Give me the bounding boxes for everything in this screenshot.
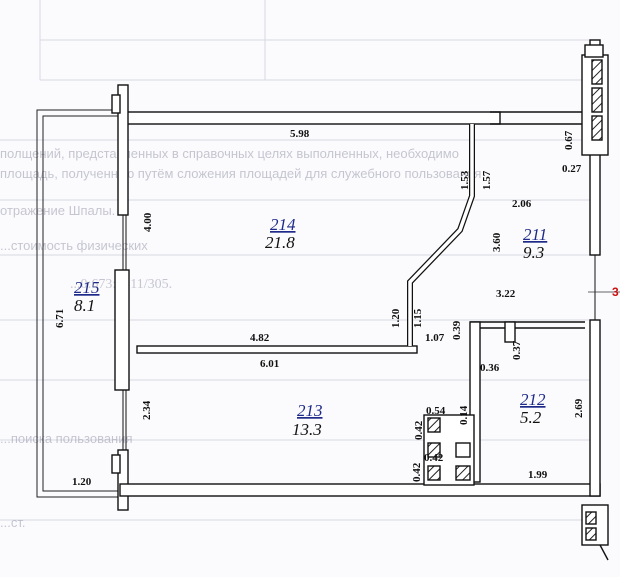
dim-2-06: 2.06 bbox=[512, 198, 532, 210]
dim-6-01: 6.01 bbox=[260, 358, 279, 370]
dim-1-20-b: 1.20 bbox=[72, 476, 92, 488]
room-214-area: 21.8 bbox=[265, 233, 295, 252]
bg-text-line3: отражение Шпалы. bbox=[0, 203, 115, 218]
dim-6-71: 6.71 bbox=[54, 309, 66, 328]
dim-0-42-b: 0.42 bbox=[424, 452, 444, 464]
dim-1-07: 1.07 bbox=[425, 332, 445, 344]
room-213-area: 13.3 bbox=[292, 420, 322, 439]
dim-2-69: 2.69 bbox=[573, 398, 585, 418]
dim-1-99: 1.99 bbox=[528, 469, 548, 481]
room-214-number: 214 bbox=[270, 215, 296, 234]
dim-2-34: 2.34 bbox=[141, 400, 153, 420]
section-marker: 3 bbox=[612, 285, 619, 299]
bg-text-line2: площадь, полученную путём сложения площа… bbox=[0, 166, 481, 181]
dim-0-37: 0.37 bbox=[511, 340, 523, 360]
dim-1-20-a: 1.20 bbox=[390, 308, 402, 328]
room-215-number: 215 bbox=[74, 278, 100, 297]
room-212-number: 212 bbox=[520, 390, 546, 409]
room-211-area: 9.3 bbox=[523, 243, 544, 262]
dim-3-22: 3.22 bbox=[496, 288, 516, 300]
dim-0-42-a: 0.42 bbox=[413, 420, 425, 440]
bg-text-line6: ...поиска пользования bbox=[0, 431, 133, 446]
dim-0-39: 0.39 bbox=[451, 320, 463, 340]
room-215-area: 8.1 bbox=[74, 296, 95, 315]
dim-0-36: 0.36 bbox=[480, 362, 500, 374]
dim-0-14: 0.14 bbox=[458, 405, 470, 425]
dim-5-98: 5.98 bbox=[290, 128, 310, 140]
dim-0-54: 0.54 bbox=[426, 405, 446, 417]
room-213-number: 213 bbox=[297, 401, 323, 420]
bg-text-line1: полщений, представленных в справочных це… bbox=[0, 146, 459, 161]
dim-1-15: 1.15 bbox=[412, 308, 424, 328]
bg-text-line7: ...ст. bbox=[0, 515, 25, 530]
background-table bbox=[0, 0, 600, 521]
walls bbox=[111, 39, 609, 561]
dim-3-60: 3.60 bbox=[491, 232, 503, 252]
room-211-number: 211 bbox=[523, 225, 547, 244]
dim-0-67: 0.67 bbox=[563, 130, 575, 150]
dimension-labels: 5.98 4.00 6.71 1.53 1.57 0.67 0.27 2.06 … bbox=[54, 128, 585, 488]
balcony-outline bbox=[36, 109, 118, 498]
dim-4-82: 4.82 bbox=[250, 332, 270, 344]
dim-0-42-c: 0.42 bbox=[411, 462, 423, 482]
dim-1-53: 1.53 bbox=[459, 170, 471, 190]
room-labels: 214 21.8 211 9.3 215 8.1 213 13.3 212 5.… bbox=[74, 215, 547, 439]
room-212-area: 5.2 bbox=[520, 408, 542, 427]
dim-4-00: 4.00 bbox=[142, 212, 154, 232]
dim-0-27: 0.27 bbox=[562, 163, 582, 175]
dim-1-57: 1.57 bbox=[481, 170, 493, 190]
